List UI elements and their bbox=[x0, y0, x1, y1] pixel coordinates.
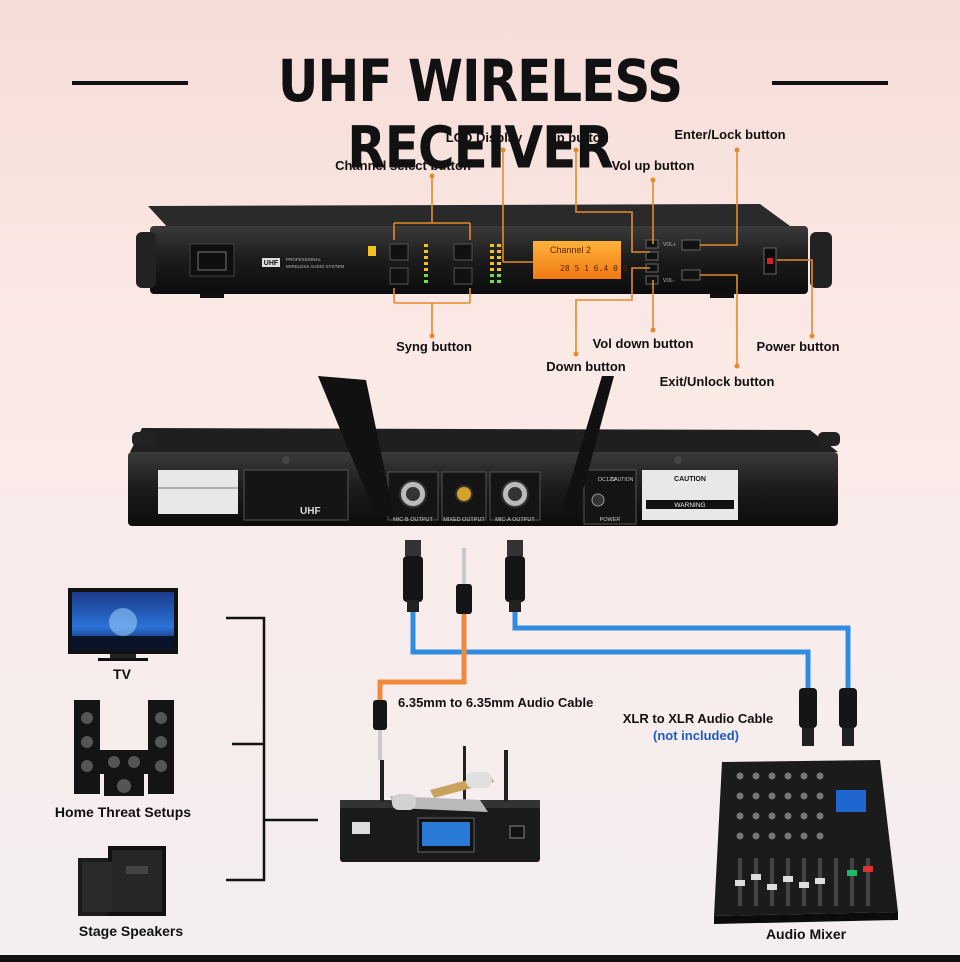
callout-exit-unlock: Exit/Unlock button bbox=[659, 374, 775, 389]
rear-dc-label: DC12V bbox=[598, 477, 616, 483]
channel-select-key[interactable] bbox=[389, 243, 409, 261]
title-block: UHF WIRELESS RECEIVER bbox=[0, 48, 960, 181]
title-rule-right bbox=[772, 81, 888, 85]
lcd-channel-text: Channel 2 bbox=[550, 245, 591, 255]
vol-down-text: VOL- bbox=[663, 278, 675, 284]
receiver-front-panel: UHF PROFESSIONAL WIRELESS AUDIO SYSTEM C… bbox=[136, 204, 832, 298]
channel-select-key-b[interactable] bbox=[453, 243, 473, 261]
jack-cable-label: 6.35mm to 6.35mm Audio Cable bbox=[398, 695, 594, 710]
front-brand-text: UHF bbox=[264, 260, 279, 267]
callout-lcd-display: LCD Display bbox=[445, 130, 523, 145]
xlr-connector-a bbox=[505, 540, 525, 612]
rear-brand-text: UHF bbox=[300, 506, 321, 517]
front-indicator bbox=[368, 246, 376, 256]
front-callout-lines bbox=[393, 150, 813, 366]
callout-down: Down button bbox=[546, 359, 626, 374]
device-bracket bbox=[226, 616, 318, 882]
callout-dots bbox=[429, 147, 815, 369]
jack-connector-top bbox=[456, 548, 472, 614]
audio-mixer-label: Audio Mixer bbox=[765, 926, 847, 942]
exit-unlock-key[interactable] bbox=[681, 269, 701, 281]
rear-mic-a-label: MIC-A OUTPUT bbox=[495, 517, 535, 523]
up-key[interactable] bbox=[645, 251, 659, 261]
callout-syng: Syng button bbox=[396, 339, 472, 354]
vol-down-key[interactable] bbox=[645, 275, 659, 285]
rack-ear-right bbox=[810, 232, 832, 288]
xlr-connector-b bbox=[403, 540, 423, 612]
callout-up-button: Up button bbox=[547, 130, 609, 145]
enter-lock-key[interactable] bbox=[681, 239, 701, 251]
xlr-cable-label: XLR to XLR Audio Cable bbox=[622, 711, 774, 726]
rear-caution-label: CAUTION bbox=[674, 476, 706, 483]
rack-ear-left bbox=[136, 232, 156, 288]
stage-speakers-illustration bbox=[78, 846, 166, 916]
jack-connector-bottom bbox=[373, 700, 387, 760]
rear-caution-small: CAUTION bbox=[611, 477, 634, 483]
lcd-frequency-text: 28 5 1 6.4 0 0 bbox=[560, 264, 628, 273]
rear-power-label: POWER bbox=[600, 517, 621, 523]
rear-warning-label: WARNING bbox=[674, 502, 705, 509]
tv-label: TV bbox=[113, 666, 131, 682]
stage-speakers-label: Stage Speakers bbox=[78, 923, 184, 939]
callout-channel-select: Channel select button bbox=[335, 158, 471, 173]
mixer-xlr-plugs bbox=[799, 688, 857, 746]
callout-power: Power button bbox=[756, 339, 840, 354]
karaoke-amplifier-illustration bbox=[340, 746, 540, 862]
front-model-line-1: PROFESSIONAL bbox=[286, 257, 322, 262]
vol-up-text: VOL+ bbox=[663, 242, 676, 248]
mixed-output-jack[interactable] bbox=[455, 485, 473, 503]
rear-mic-b-label: MIC-B OUTPUT bbox=[393, 517, 433, 523]
antennas bbox=[318, 376, 614, 516]
tv-illustration bbox=[68, 588, 178, 661]
xlr-cable-note: (not included) bbox=[653, 728, 739, 743]
callout-enter-lock: Enter/Lock button bbox=[674, 127, 786, 142]
syng-key[interactable] bbox=[389, 267, 409, 285]
dc-power-jack[interactable] bbox=[591, 493, 605, 507]
cable-runs bbox=[377, 610, 851, 708]
rear-mixed-label: MIXED OUTPUT bbox=[443, 517, 485, 523]
callout-vol-down: Vol down button bbox=[592, 336, 694, 351]
page-title: UHF WIRELESS RECEIVER bbox=[277, 48, 683, 182]
lcd-display bbox=[533, 241, 621, 279]
vol-up-key[interactable] bbox=[645, 239, 659, 249]
syng-key-b[interactable] bbox=[453, 267, 473, 285]
front-model-line-2: WIRELESS AUDIO SYSTEM bbox=[286, 264, 345, 269]
home-theater-label: Home Threat Setups bbox=[54, 804, 192, 820]
bottom-bar bbox=[0, 955, 960, 962]
receiver-rear-panel: UHF MIC-B OUTPUT MIXED OUTPUT MIC-A OUTP… bbox=[128, 428, 840, 526]
front-brand-badge bbox=[262, 258, 280, 267]
audio-mixer-illustration bbox=[714, 760, 898, 924]
home-theater-illustration bbox=[74, 700, 174, 796]
callout-vol-up: Vol up button bbox=[611, 158, 695, 173]
title-rule-left bbox=[72, 81, 188, 85]
